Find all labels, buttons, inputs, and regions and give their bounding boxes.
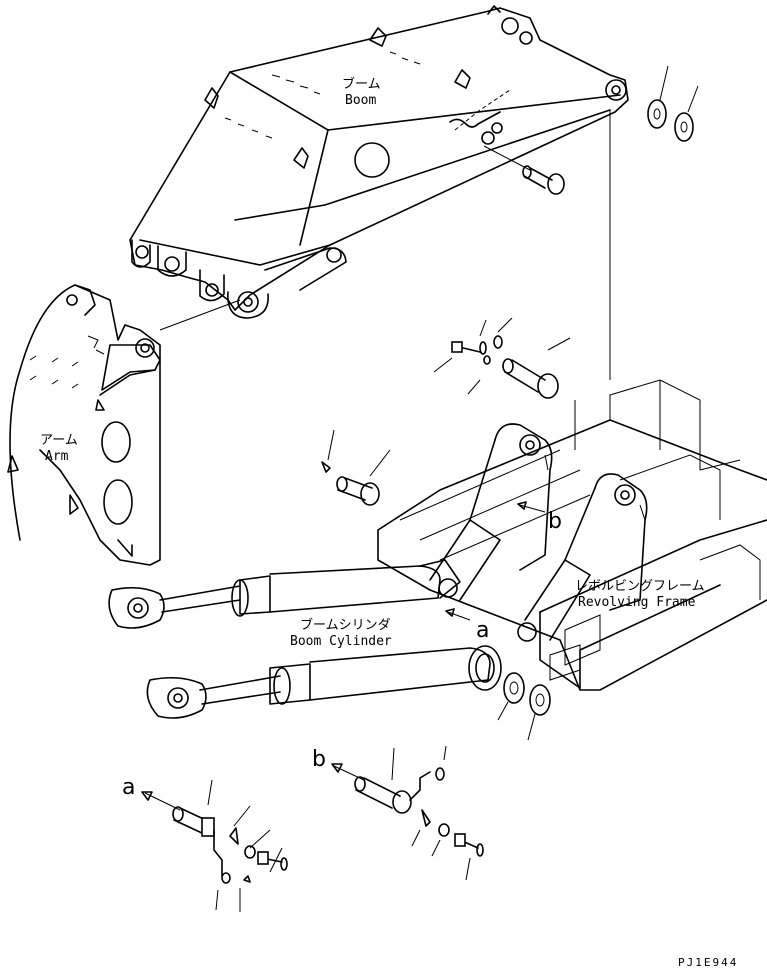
boom-cylinder-upper — [108, 559, 461, 629]
boom-foot-pin-group — [433, 317, 571, 399]
callout-a-frame: a — [476, 618, 489, 643]
callout-b-frame: b — [548, 509, 562, 534]
detail-a: a — [122, 775, 288, 912]
drawing-code: PJ1E944 — [678, 956, 738, 969]
detail-b: b — [312, 745, 484, 881]
arm-part: アーム Arm — [7, 284, 241, 566]
revolving-frame-part: レボルビングフレーム Revolving Frame b a — [377, 110, 767, 691]
boom-cylinder-label-jp: ブームシリンダ — [300, 617, 391, 633]
boom-cylinder-label-en: Boom Cylinder — [290, 634, 392, 649]
boom-label-jp: ブーム — [342, 76, 381, 92]
boom-end-washers — [647, 65, 699, 142]
arm-label-en: Arm — [45, 449, 69, 464]
detail-b-label: b — [312, 747, 326, 772]
boom-part: ブーム Boom — [129, 5, 629, 319]
boom-cylinder-lower: ブームシリンダ Boom Cylinder — [146, 617, 502, 719]
detail-a-label: a — [122, 775, 135, 800]
frame-label-jp: レボルビングフレーム — [575, 579, 705, 594]
arm-label-jp: アーム — [40, 433, 78, 448]
cylinder-washers — [497, 672, 551, 741]
frame-label-en: Revolving Frame — [578, 595, 696, 610]
boom-label-en: Boom — [345, 93, 376, 108]
cylinder-head-pin — [321, 429, 391, 506]
